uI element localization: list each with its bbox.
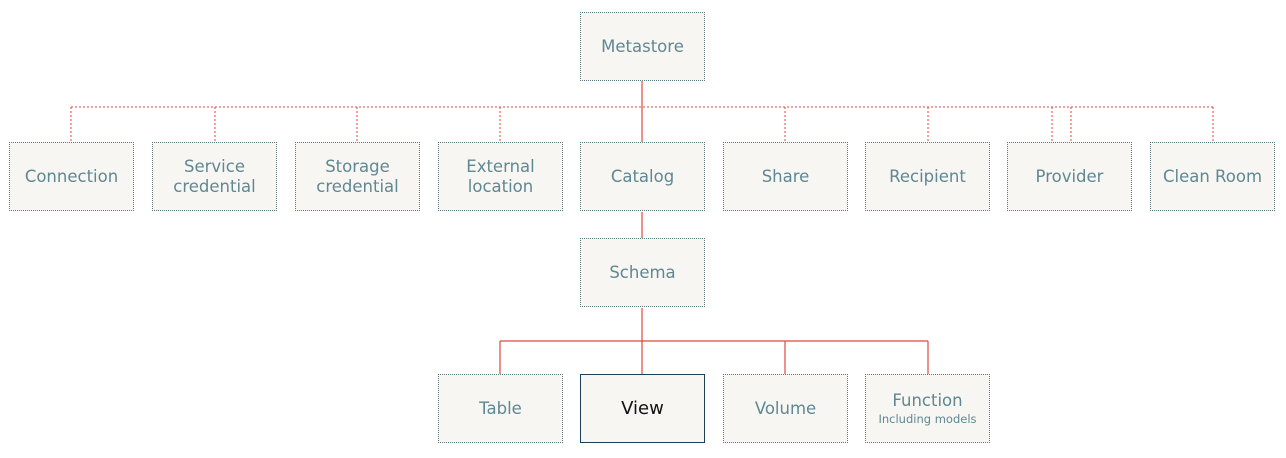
node-metastore-label: Metastore bbox=[601, 36, 684, 56]
node-external-location[interactable]: External location bbox=[438, 142, 563, 211]
node-clean-room-label: Clean Room bbox=[1162, 166, 1263, 186]
node-function[interactable]: Function Including models bbox=[865, 374, 990, 443]
node-share[interactable]: Share bbox=[723, 142, 848, 211]
node-catalog[interactable]: Catalog bbox=[580, 142, 705, 211]
solid-connectors bbox=[499, 81, 929, 374]
node-table[interactable]: Table bbox=[438, 374, 563, 443]
node-connection[interactable]: Connection bbox=[9, 142, 134, 211]
node-share-label: Share bbox=[761, 166, 810, 186]
node-clean-room[interactable]: Clean Room bbox=[1150, 142, 1275, 211]
node-recipient[interactable]: Recipient bbox=[865, 142, 990, 211]
node-provider-label: Provider bbox=[1035, 166, 1104, 186]
node-schema[interactable]: Schema bbox=[580, 238, 705, 307]
node-storage-credential-label: Storage credential bbox=[316, 156, 399, 196]
node-recipient-label: Recipient bbox=[889, 166, 966, 186]
node-view[interactable]: View bbox=[580, 374, 705, 443]
node-function-sublabel: Including models bbox=[878, 412, 977, 426]
node-volume[interactable]: Volume bbox=[723, 374, 848, 443]
node-service-credential[interactable]: Service credential bbox=[152, 142, 277, 211]
node-catalog-label: Catalog bbox=[610, 166, 675, 186]
node-external-location-label: External location bbox=[466, 156, 535, 196]
node-volume-label: Volume bbox=[754, 398, 817, 418]
node-provider[interactable]: Provider bbox=[1007, 142, 1132, 211]
node-function-label: Function bbox=[892, 391, 963, 410]
node-storage-credential[interactable]: Storage credential bbox=[295, 142, 420, 211]
node-view-label: View bbox=[621, 397, 664, 419]
dotted-connectors bbox=[70, 106, 1214, 142]
node-connection-label: Connection bbox=[24, 166, 119, 186]
node-service-credential-label: Service credential bbox=[173, 156, 256, 196]
node-schema-label: Schema bbox=[609, 262, 676, 282]
node-table-label: Table bbox=[479, 398, 522, 418]
node-metastore[interactable]: Metastore bbox=[580, 12, 705, 81]
